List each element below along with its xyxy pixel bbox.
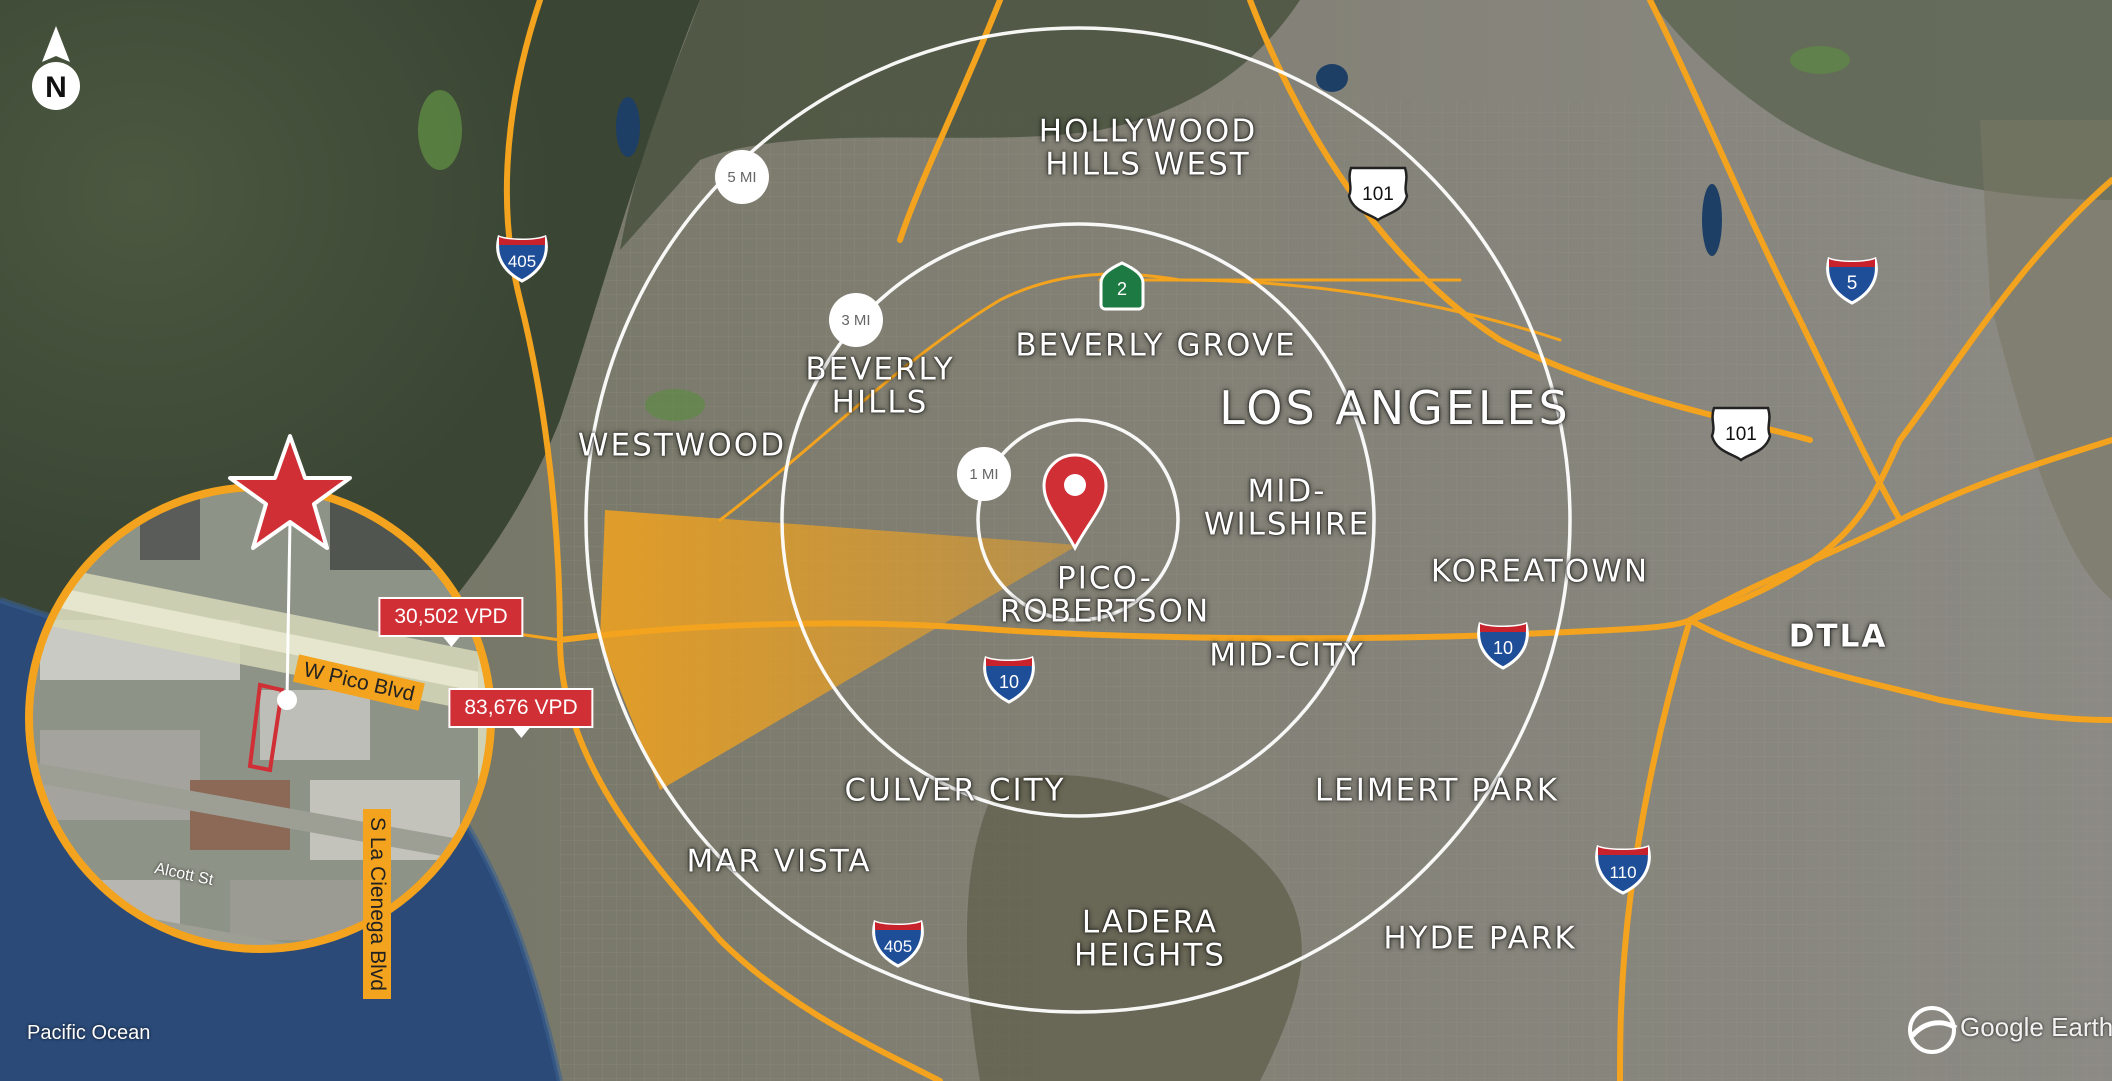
shield-2-text: 2: [1117, 279, 1127, 299]
shield-101-text: 101: [1362, 184, 1394, 205]
interstate-10b-shield-icon: 10: [1476, 618, 1530, 670]
label-koreatown: KOREATOWN: [1430, 553, 1650, 590]
label-midwilshire-line1: MID-: [1247, 473, 1327, 510]
ocean-label: Pacific Ocean: [27, 1022, 151, 1044]
shield-405-text: 405: [508, 252, 536, 271]
label-beverly-grove: BEVERLY GROVE: [1015, 327, 1297, 364]
label-beverly-line2: HILLS: [831, 384, 929, 420]
radius-label-3mi: 3 MI: [829, 293, 883, 347]
label-hollywood-line2: HILLS WEST: [1045, 146, 1251, 182]
shield-10-text: 10: [999, 672, 1019, 692]
label-midwilshire-line2: WILSHIRE: [1203, 506, 1371, 542]
label-ladera-line1: LADERA: [1081, 904, 1219, 941]
label-pico-line2: ROBERTSON: [999, 593, 1211, 629]
label-mid-city: MID-CITY: [1209, 637, 1365, 674]
interstate-10-shield-icon: 10: [982, 652, 1036, 704]
location-pin-icon: [1042, 453, 1108, 552]
interstate-405b-shield-icon: 405: [871, 916, 925, 968]
shield-110-text: 110: [1609, 863, 1636, 882]
label-hollywood-line1: HOLLYWOOD: [1038, 113, 1258, 150]
radius-ring-5mi: [584, 26, 1572, 1014]
radius-ring-1mi: [976, 418, 1180, 622]
label-mar-vista: MAR VISTA: [686, 843, 872, 880]
street-label-s-la-cienega-blvd: S La Cienega Blvd: [363, 809, 391, 999]
label-mid-wilshire: MID- WILSHIRE: [1204, 475, 1370, 540]
label-hyde-park: HYDE PARK: [1383, 920, 1577, 957]
us-101-shield-icon: 101: [1345, 164, 1411, 222]
shield-101b-text: 101: [1725, 424, 1757, 445]
label-dtla: DTLA: [1788, 618, 1888, 655]
us-101b-shield-icon: 101: [1708, 404, 1774, 462]
label-pico-robertson: PICO- ROBERTSON: [1000, 562, 1210, 627]
radius-label-1mi: 1 MI: [957, 447, 1011, 501]
attribution-label: Google Earth: [1960, 1012, 2112, 1042]
interstate-5-shield-icon: 5: [1825, 253, 1879, 305]
label-ladera-heights: LADERA HEIGHTS: [1074, 906, 1226, 971]
shield-10b-text: 10: [1493, 638, 1513, 658]
state-route-2-shield-icon: 2: [1097, 261, 1147, 311]
north-arrow-icon: [32, 26, 80, 110]
label-hollywood-hills-west: HOLLYWOOD HILLS WEST: [1039, 115, 1257, 180]
label-culver-city: CULVER CITY: [844, 772, 1066, 809]
interstate-110-shield-icon: 110: [1594, 841, 1652, 895]
label-ladera-line2: HEIGHTS: [1074, 937, 1226, 973]
label-los-angeles: LOS ANGELES: [1219, 380, 1571, 435]
shield-405b-text: 405: [884, 937, 912, 956]
google-earth-logo-icon: [1908, 1006, 1958, 1054]
star-icon: [228, 434, 352, 550]
radius-label-5mi: 5 MI: [715, 150, 769, 204]
shield-5-text: 5: [1847, 273, 1858, 294]
label-beverly-line1: BEVERLY: [805, 351, 955, 388]
traffic-count-badge-lacienega: 83,676 VPD: [448, 688, 594, 738]
north-label: N: [45, 71, 67, 104]
interstate-405-shield-icon: 405: [495, 231, 549, 283]
traffic-count-badge-pico: 30,502 VPD: [378, 597, 524, 647]
label-pico-line1: PICO-: [1057, 560, 1153, 597]
radius-ring-3mi: [780, 222, 1376, 818]
label-beverly-hills: BEVERLY HILLS: [805, 353, 954, 418]
label-leimert-park: LEIMERT PARK: [1314, 772, 1560, 809]
label-westwood: WESTWOOD: [577, 427, 787, 464]
